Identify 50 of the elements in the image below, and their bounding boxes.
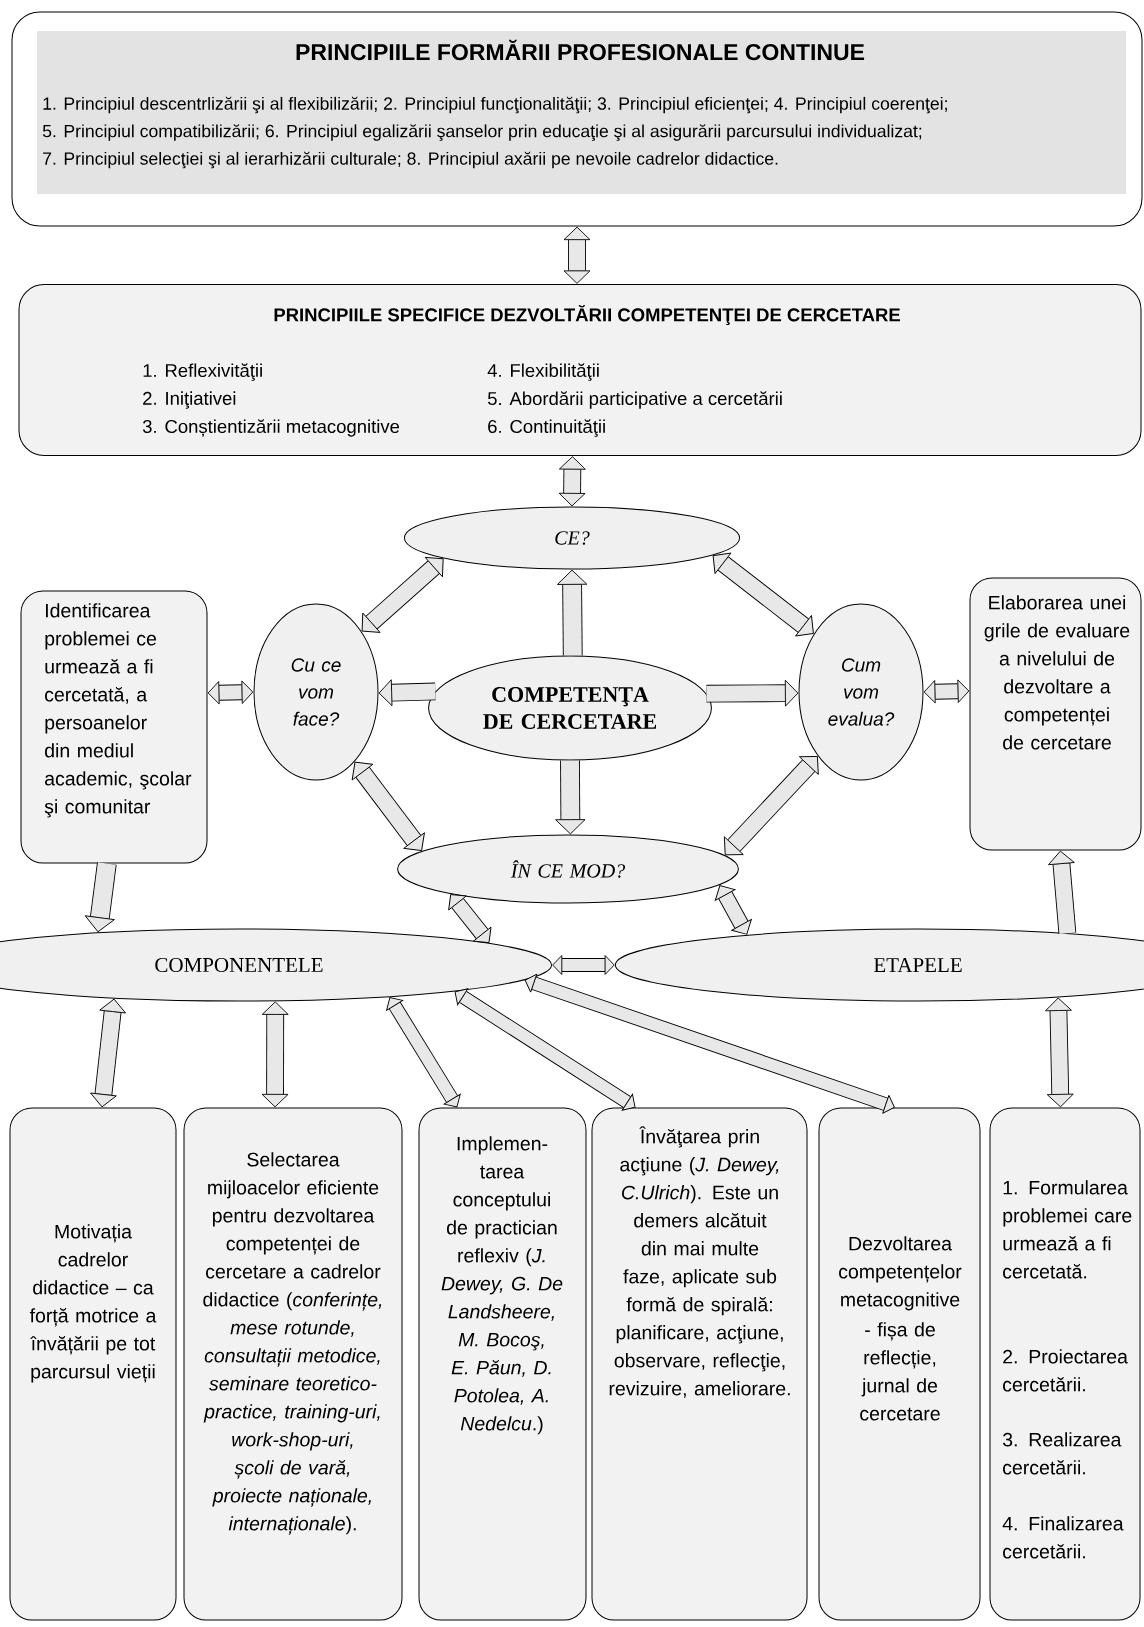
block-arrow (261, 1001, 289, 1108)
block-arrow (361, 556, 444, 633)
block-arrow (454, 988, 636, 1111)
block-arrow (378, 679, 436, 707)
list-item: Dezvoltarea competențelor metacognitive (839, 1236, 962, 1311)
block-arrow (386, 997, 461, 1108)
block-arrow (448, 894, 492, 944)
list-item: - fișa de reflecție, jurnal de cercetare (860, 1322, 940, 1421)
block-arrow (558, 456, 586, 507)
text-box (818, 1107, 981, 1621)
block-arrow (351, 761, 425, 852)
block-arrow (552, 955, 615, 975)
text-box: Motivația cadrelor didactice – ca forță motrice a învățării pe tot parcursul vieții (9, 1107, 177, 1621)
list-item: 1. Reflexivităţii (143, 363, 262, 381)
principles-box (11, 11, 1143, 227)
list-item: 4. Flexibilităţii (487, 363, 599, 381)
block-arrow (556, 569, 588, 656)
heading: PRINCIPIILE SPECIFICE DEZVOLTĂRII COMPETENŢEI DE CERCETARE (274, 304, 900, 326)
block-arrow (723, 756, 819, 856)
list-item: 2. Proiectarea cercetării. (1003, 1349, 1128, 1392)
text-box (989, 1107, 1141, 1621)
block-arrow (563, 226, 591, 284)
block-arrow (84, 862, 117, 933)
list-item: 1. Formularea problemei care urmează a fi cercetată. (1003, 1180, 1132, 1279)
list-item: 5. Abordării participative a cercetării (487, 391, 782, 409)
list-item: 3. Conștientizării metacognitive (142, 419, 400, 437)
text-box: Învăţarea prin acţiune (J. Dewey, C.Ulrich). Este un demers alcătuit din mai multe faze, aplicate sub formă de spirală: planificare, acţiune, observare, reflecţie, revizuire, ameliorare. (591, 1107, 808, 1621)
block-arrow (555, 760, 586, 835)
block-arrow (706, 679, 799, 707)
text-box: Selectarea mijloacelor eficiente pentru dezvoltarea competenței de cercetare a cadrelor didactice (conferințe, mese rotunde, consultații metodice, seminare teoretico-practice, training-uri, work-shop-uri, școli de vară, proiecte naționale, internaționale). (183, 1107, 403, 1621)
list-item: 6. Continuităţii (488, 419, 605, 437)
heading: PRINCIPIILE FORMĂRII PROFESIONALE CONTINUE (296, 39, 865, 61)
text-box: Elaborarea unei grile de evaluare a nivelului de dezvoltare a competenței de cercetare (969, 577, 1142, 851)
list-text: 7. Principiul selecţiei şi al ierarhizării culturale; 8. Principiul axării pe nevoile cadrelor didactice. (43, 151, 778, 169)
block-arrow (524, 973, 895, 1114)
list-item: 3. Realizarea cercetării. (1002, 1432, 1122, 1475)
list-item: 2. Iniţiativei (143, 391, 236, 409)
principles-box (18, 284, 1142, 456)
text-box: Implemen-tarea conceptului de practician reflexiv (J. Dewey, G. De Landsheere, M. Bocoş, E. Păun, D. Potolea, A. Nedelcu.) (418, 1107, 587, 1621)
block-arrow (1048, 850, 1077, 934)
list-text: 5. Principiul compatibilizării; 6. Principiul egalizării şanselor prin educaţie şi al asigurării parcursului individualizat; (42, 124, 922, 141)
block-arrow (712, 552, 814, 637)
block-arrow (714, 885, 752, 935)
block-arrow (923, 679, 970, 704)
list-item: 4. Finalizarea cercetării. (1002, 1516, 1124, 1559)
block-arrow (207, 680, 254, 705)
block-arrow (1045, 997, 1074, 1108)
list-text: 1. Principiul descentrlizării şi al flexibilizării; 2. Principiul funcţionalităţii; 3. Principiul eficienţei; 4. Principiul coerenţei; (43, 96, 947, 114)
block-arrow (90, 998, 126, 1108)
text-box: Identificarea problemei ce urmează a fi cercetată, a persoanelor din mediul academic, şcolar şi comunitar (20, 590, 208, 864)
